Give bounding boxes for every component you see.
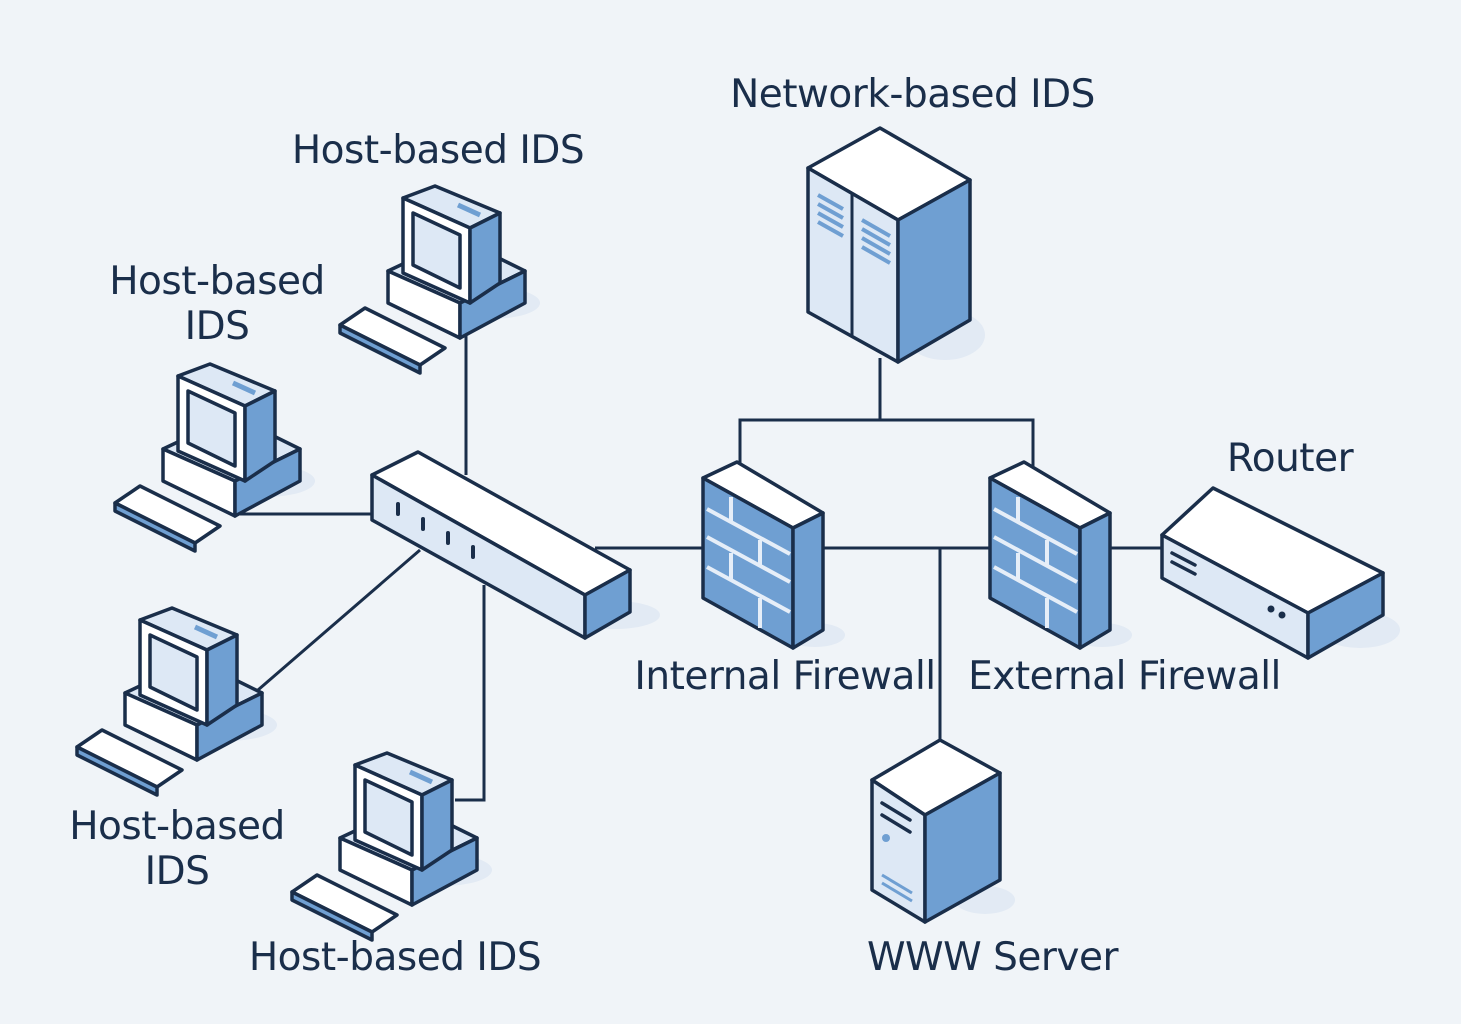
www-server-icon (870, 738, 1015, 924)
external-firewall-icon (988, 460, 1132, 650)
label-host-ids-bottom-left-line1: Host-based (69, 804, 285, 849)
host-computer-bottom-left (77, 608, 277, 795)
internal-firewall-icon (701, 460, 845, 650)
label-internal-firewall: Internal Firewall (634, 654, 936, 699)
connection-lines (240, 335, 1162, 802)
host-computer-bottom (292, 753, 492, 940)
router-icon (1160, 486, 1400, 660)
label-external-firewall: External Firewall (968, 654, 1281, 699)
network-ids-server-icon (806, 126, 985, 364)
host-computer-left (115, 364, 315, 551)
label-host-ids-left-line2: IDS (184, 304, 250, 349)
network-switch-icon (370, 450, 660, 640)
label-host-ids-bottom: Host-based IDS (248, 935, 542, 980)
label-host-ids-bottom-left-line2: IDS (144, 849, 210, 894)
host-computer-top (340, 186, 540, 373)
label-router: Router (1226, 436, 1354, 481)
label-network-ids: Network-based IDS (730, 72, 1095, 117)
label-host-ids-left-line1: Host-based (109, 259, 325, 304)
label-host-ids-top: Host-based IDS (291, 128, 585, 173)
label-www-server: WWW Server (867, 935, 1118, 980)
